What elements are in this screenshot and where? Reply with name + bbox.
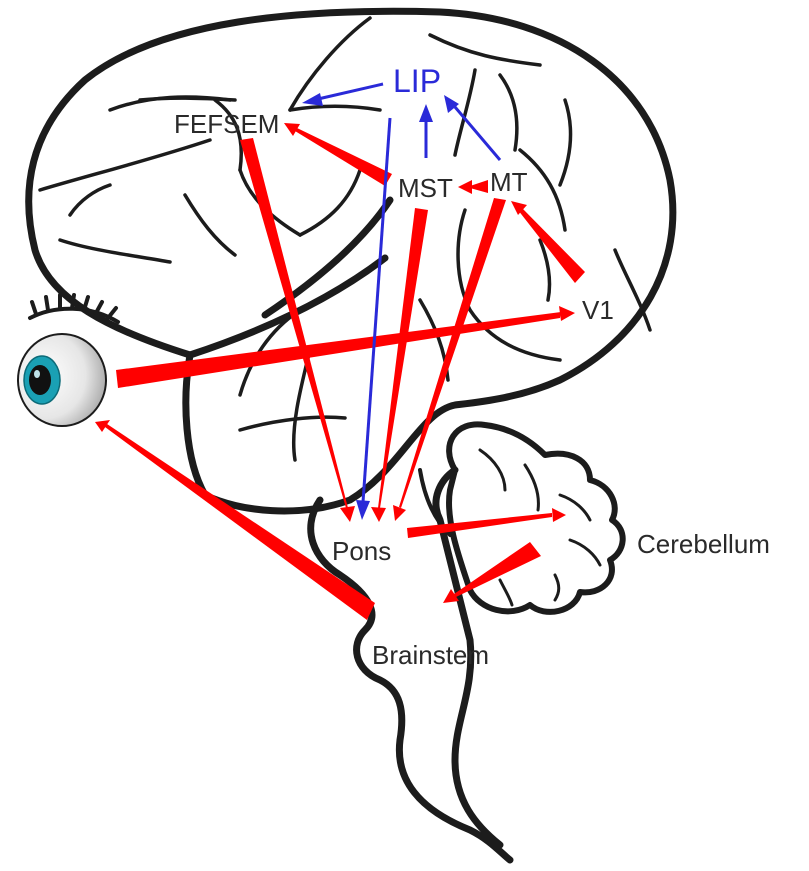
lip-to-fefsem-pathway (318, 84, 383, 99)
pons-to-cerebellum-arrowhead (552, 508, 566, 522)
label-pons: Pons (332, 536, 391, 566)
sulci (40, 18, 650, 460)
label-mst: MST (398, 173, 453, 203)
lip-to-pons-arrowhead (356, 500, 370, 520)
mst-to-lip-arrowhead (419, 104, 433, 122)
region-labels: LIP FEFSEM MST MT V1 Pons Cerebellum Bra… (174, 63, 770, 670)
eye-to-v1-arrowhead (559, 306, 575, 321)
label-brainstem: Brainstem (372, 640, 489, 670)
cerebellum-to-brainstem-pathway (454, 542, 541, 597)
cerebellum-folia (480, 450, 600, 605)
mst-to-fefsem-pathway (295, 128, 392, 186)
lip-to-fefsem-arrowhead (302, 93, 323, 106)
label-v1: V1 (582, 295, 614, 325)
label-lip: LIP (393, 63, 441, 99)
brainstem-to-eye-pathway (105, 424, 375, 620)
v1-to-mt-pathway (518, 207, 585, 283)
mt-to-pons-arrowhead (393, 505, 406, 521)
label-cerebellum: Cerebellum (637, 529, 770, 559)
mt-to-mst-pathway (470, 180, 488, 193)
cerebrum-outline (29, 11, 673, 511)
pons-to-cerebellum-pathway (407, 513, 552, 538)
label-mt: MT (490, 167, 528, 197)
brain-outline (29, 11, 673, 860)
fefsem-to-pons-arrowhead (340, 506, 355, 522)
label-fefsem: FEFSEM (174, 109, 279, 139)
mt-to-mst-arrowhead (458, 180, 472, 194)
mst-to-pons-arrowhead (371, 507, 386, 522)
eye-icon (18, 295, 118, 426)
mst-to-pons-pathway (378, 208, 428, 508)
